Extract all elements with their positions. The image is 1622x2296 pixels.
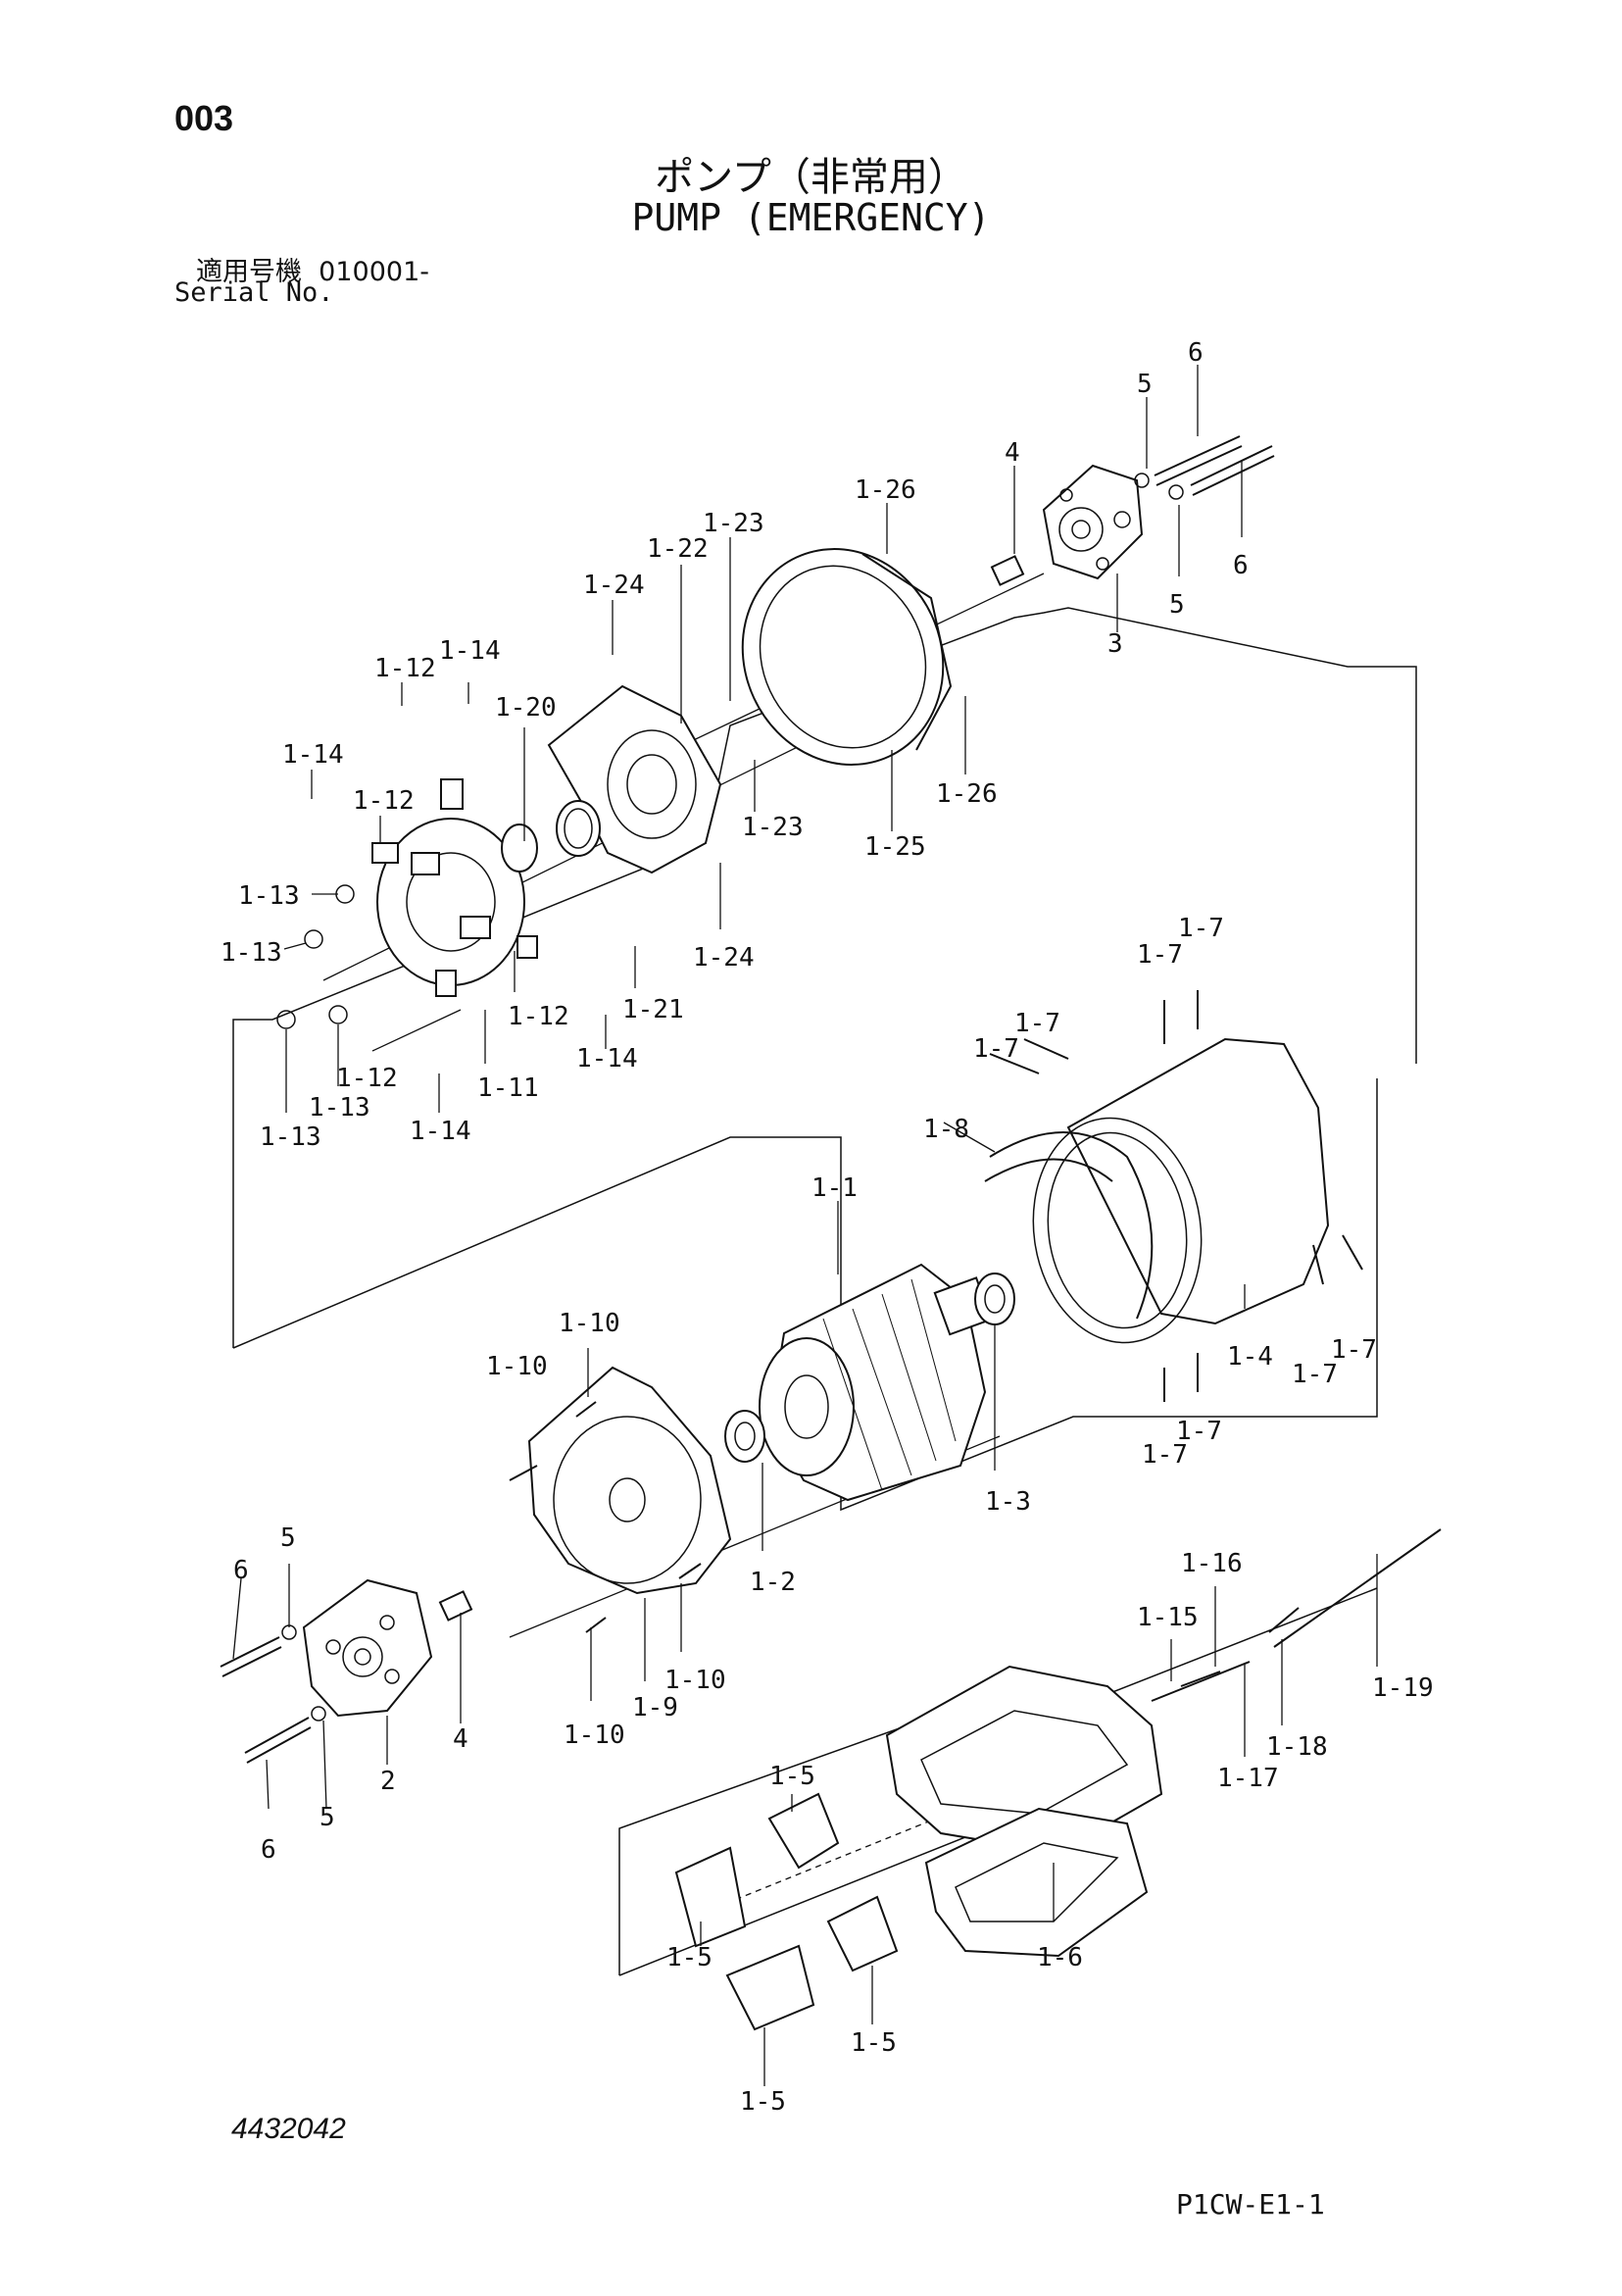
- callout-1-3: 1-3: [985, 1487, 1031, 1517]
- callout-1-23b: 1-23: [742, 813, 804, 842]
- pole-shoes: [674, 1792, 899, 2031]
- callout-1-1: 1-1: [811, 1173, 858, 1203]
- callout-1-13a: 1-13: [238, 881, 300, 911]
- callout-1-24a: 1-24: [583, 571, 645, 600]
- armature-rotor: [759, 1263, 993, 1502]
- callout-1-10d: 1-10: [564, 1721, 625, 1750]
- terminal-cables: [1151, 1528, 1442, 1702]
- callout-1-13b: 1-13: [221, 938, 282, 968]
- washer-bolt-set-bottom: [220, 1624, 326, 1764]
- washer-bolt-set-top: [1134, 435, 1275, 500]
- callout-5d: 5: [319, 1803, 335, 1832]
- callout-5b: 5: [1169, 590, 1185, 620]
- callout-1-13d: 1-13: [260, 1123, 321, 1152]
- callout-1-7d: 1-7: [973, 1034, 1019, 1064]
- callout-1-19: 1-19: [1372, 1673, 1434, 1703]
- front-end-bracket: [527, 1366, 732, 1595]
- callout-1-14c: 1-14: [576, 1044, 638, 1073]
- callout-1-26a: 1-26: [855, 475, 916, 505]
- callout-2: 2: [380, 1767, 396, 1796]
- serial-label-english: Serial No.: [174, 277, 334, 308]
- callout-1-14b: 1-14: [282, 740, 344, 770]
- bell-housing: [741, 548, 953, 766]
- callout-6d: 6: [261, 1835, 276, 1865]
- callout-1-12b: 1-12: [353, 786, 415, 816]
- callout-1-10c: 1-10: [664, 1666, 726, 1695]
- yoke-housing: [1032, 1037, 1330, 1344]
- callout-1-5d: 1-5: [740, 2087, 786, 2117]
- page-title-japanese: ポンプ（非常用）: [655, 155, 967, 200]
- callout-1-5b: 1-5: [666, 1943, 713, 1972]
- callout-1-25: 1-25: [864, 832, 926, 862]
- callout-1-13c: 1-13: [309, 1093, 370, 1123]
- callout-1-18: 1-18: [1266, 1732, 1328, 1762]
- callout-1-22: 1-22: [647, 534, 709, 564]
- callout-1-11: 1-11: [477, 1073, 539, 1103]
- callout-1-17: 1-17: [1217, 1764, 1279, 1793]
- page-title-english: PUMP (EMERGENCY): [631, 196, 991, 239]
- serial-applicability-line: 適用号機 010001-: [196, 250, 429, 288]
- document-number: 4432042: [231, 2113, 346, 2145]
- field-coil-set: [885, 1665, 1163, 1958]
- yoke-screws: [989, 990, 1363, 1402]
- callout-1-10a: 1-10: [559, 1309, 620, 1338]
- callout-1-7b: 1-7: [1178, 914, 1224, 943]
- pump-unit-bottom: [302, 1578, 433, 1718]
- callout-6b: 6: [1233, 551, 1249, 580]
- callout-4a: 4: [1005, 438, 1020, 468]
- callout-5a: 5: [1137, 370, 1153, 399]
- callout-1-7h: 1-7: [1142, 1440, 1188, 1470]
- callout-1-6: 1-6: [1037, 1943, 1083, 1972]
- coupling-top: [990, 555, 1025, 586]
- callout-1-23a: 1-23: [703, 509, 764, 538]
- sheet-code: P1CW-E1-1: [1176, 2188, 1325, 2221]
- callout-1-7a: 1-7: [1137, 940, 1183, 970]
- callout-1-9: 1-9: [632, 1693, 678, 1722]
- callout-1-14d: 1-14: [410, 1117, 471, 1146]
- coupling-bottom: [438, 1590, 473, 1622]
- callout-5c: 5: [280, 1523, 296, 1553]
- callout-1-2: 1-2: [750, 1568, 796, 1597]
- leader-lines: [232, 365, 1378, 2086]
- callout-1-12c: 1-12: [508, 1002, 569, 1031]
- callout-1-16: 1-16: [1181, 1549, 1243, 1578]
- serial-value: 010001-: [319, 257, 429, 287]
- seal-rings: [501, 800, 601, 873]
- callout-1-7g: 1-7: [1176, 1417, 1222, 1446]
- callout-1-12a: 1-12: [374, 654, 436, 683]
- callout-1-5a: 1-5: [769, 1762, 815, 1791]
- callout-1-24b: 1-24: [693, 943, 755, 973]
- callout-labels: 6 5 4 6 5 3 1-26 1-26 1-23 1-23 1-22 1-2…: [221, 338, 1434, 2117]
- callout-1-21: 1-21: [622, 995, 684, 1024]
- callout-1-7f: 1-7: [1292, 1360, 1338, 1389]
- callout-4b: 4: [453, 1724, 468, 1754]
- brush-holder-assembly: [371, 778, 538, 997]
- callout-1-4: 1-4: [1227, 1342, 1273, 1372]
- callout-1-26b: 1-26: [936, 779, 998, 809]
- bracket-screws: [509, 1401, 702, 1633]
- callout-1-15: 1-15: [1137, 1603, 1199, 1632]
- callout-1-12d: 1-12: [336, 1064, 398, 1093]
- bearings: [724, 1273, 1015, 1463]
- callout-1-20: 1-20: [495, 693, 557, 723]
- callout-6a: 6: [1188, 338, 1204, 368]
- callout-1-14a: 1-14: [439, 636, 501, 666]
- callout-1-10b: 1-10: [486, 1352, 548, 1381]
- callout-6c: 6: [233, 1556, 249, 1585]
- callout-1-8: 1-8: [923, 1115, 969, 1144]
- callout-1-7e: 1-7: [1331, 1335, 1377, 1365]
- serial-label-japanese: 適用号機: [196, 257, 302, 287]
- retaining-band: [984, 1131, 1154, 1320]
- pump-unit-top: [1042, 464, 1144, 580]
- callout-1-5c: 1-5: [851, 2028, 897, 2058]
- page-number: 003: [174, 98, 234, 138]
- callout-3a: 3: [1107, 629, 1123, 659]
- callout-1-7c: 1-7: [1014, 1009, 1060, 1038]
